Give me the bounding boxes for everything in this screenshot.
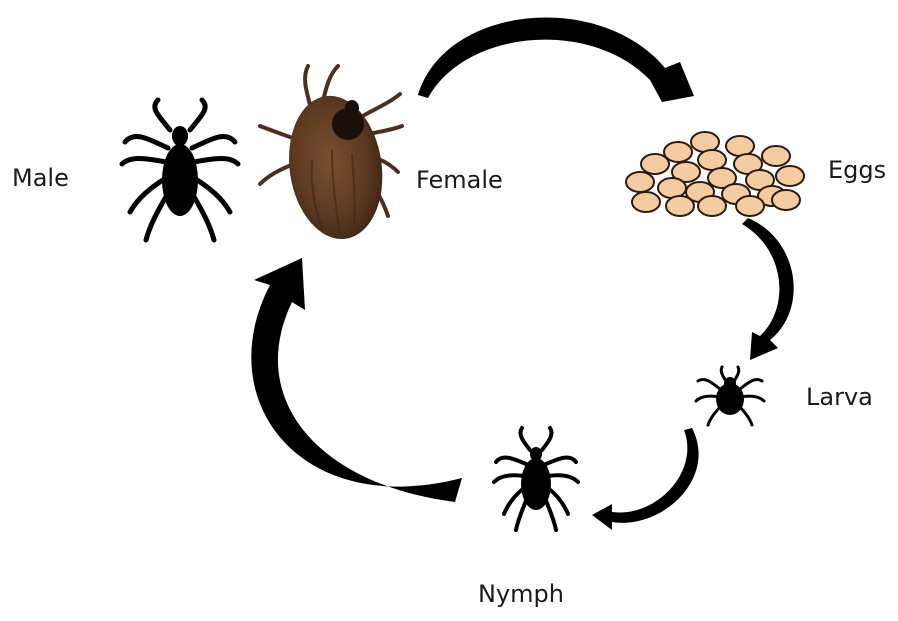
label-larva: Larva (806, 383, 873, 411)
arrow-eggs-to-larva (742, 218, 794, 360)
label-eggs: Eggs (828, 156, 886, 184)
label-nymph: Nymph (478, 580, 564, 608)
male-tick-icon (122, 100, 238, 240)
label-male: Male (12, 164, 69, 192)
arrow-larva-to-nymph (592, 428, 699, 530)
arrow-nymph-to-female (251, 258, 462, 502)
arrow-female-to-eggs (418, 18, 694, 102)
label-female: Female (416, 166, 503, 194)
eggs-cluster-icon (626, 132, 804, 216)
larva-tick-icon (696, 367, 764, 425)
nymph-tick-icon (494, 428, 578, 530)
female-tick-icon (260, 66, 402, 245)
